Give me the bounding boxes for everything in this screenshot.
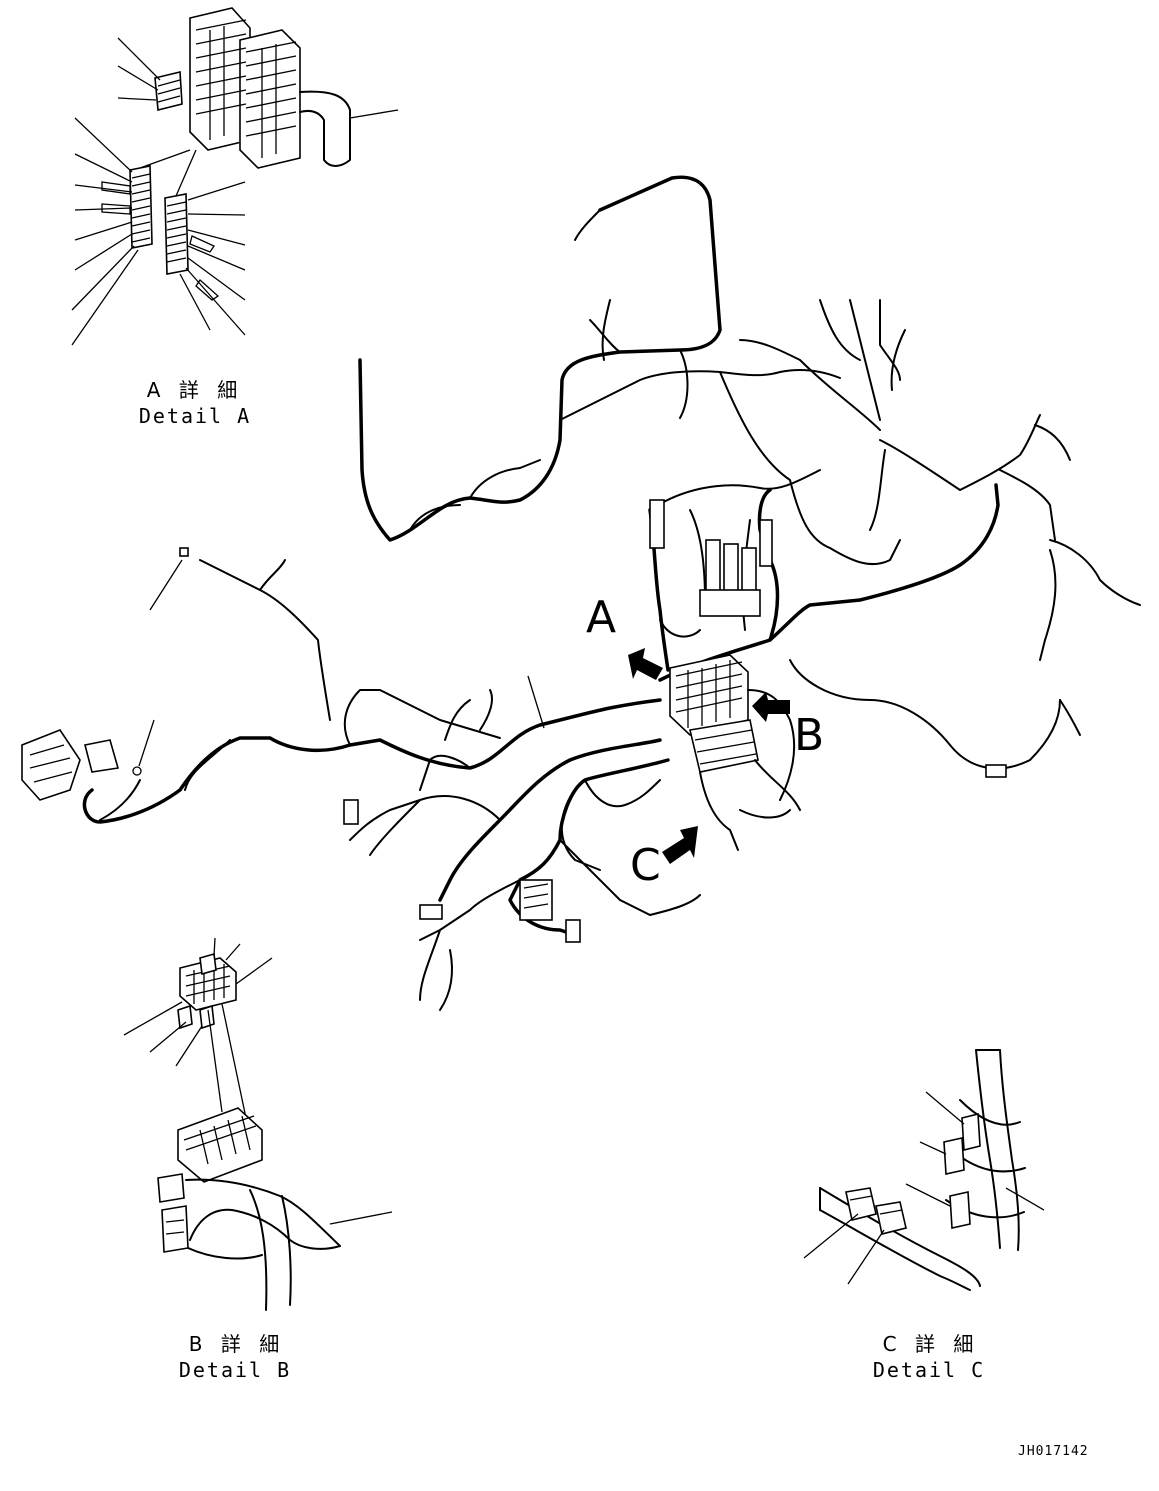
detail-a-fuse-box [189,7,301,169]
detail-a-title-jp: A 詳 細 [146,378,244,402]
arrow-c [662,826,698,864]
detail-b-drawing [123,937,393,1311]
detail-a-drawing [71,7,399,346]
callout-a: A [586,592,617,643]
detail-c-title-jp: C 詳 細 [882,1332,980,1356]
detail-c-title-en: Detail C [872,1358,986,1382]
detail-b-title-jp: B 詳 細 [188,1332,286,1356]
detail-a-title-en: Detail A [138,404,252,428]
callout-c: C [630,840,661,891]
main-harness [21,175,1141,1011]
central-junction-block [669,654,759,773]
callout-b: B [794,710,825,761]
detail-b-title-en: Detail B [178,1358,292,1382]
arrow-b [752,692,790,722]
detail-c-drawing [803,1049,1045,1291]
drawing-code: JH017142 [1018,1444,1089,1459]
arrow-a [628,648,663,680]
